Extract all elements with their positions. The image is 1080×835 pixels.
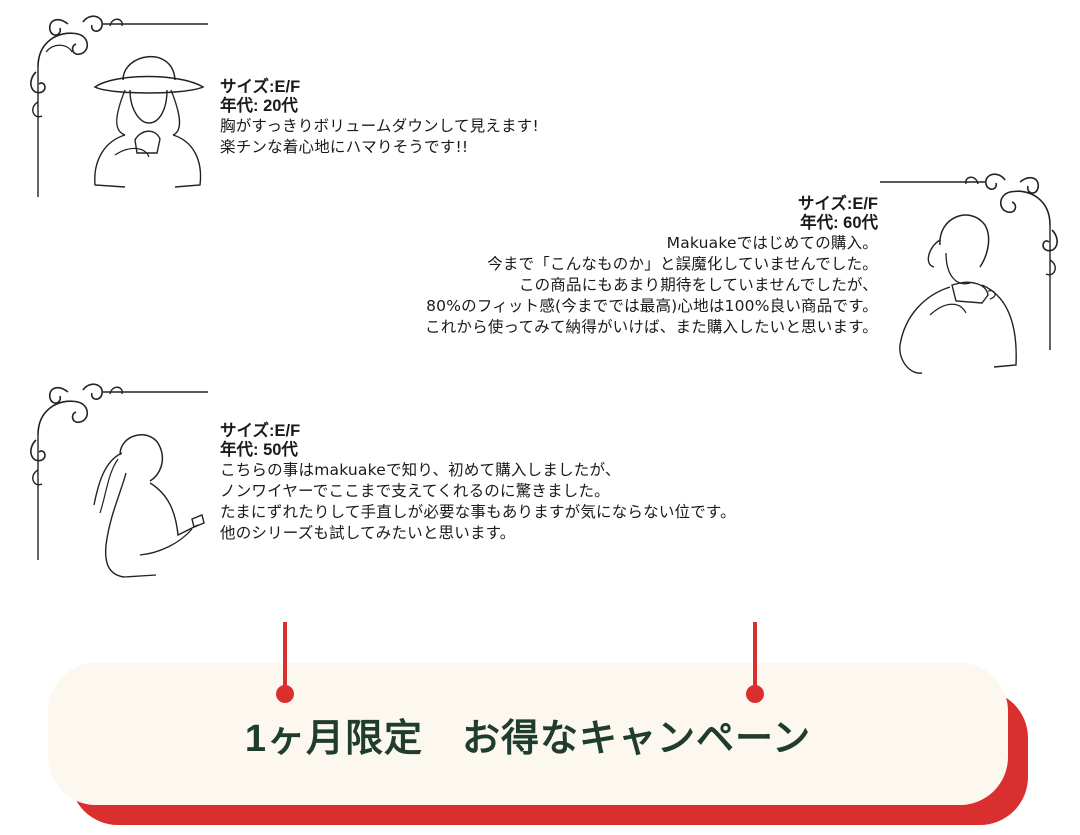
review-text-1: サイズ:E/F 年代: 20代 胸がすっきりボリュームダウンして見えます! 楽チ… xyxy=(220,78,539,158)
woman-with-hat-icon xyxy=(93,55,205,188)
review-age: 年代: 60代 xyxy=(800,214,878,232)
campaign-banner xyxy=(48,663,1008,805)
corner-ornament-icon xyxy=(880,173,1058,350)
review-text-2: サイズ:E/F 年代: 60代 Makuakeではじめての購入。 今まで「こんな… xyxy=(300,195,878,338)
review-line: 今まで「こんなものか」と誤魔化していませんでした。 xyxy=(487,255,878,273)
review-text-3: サイズ:E/F 年代: 50代 こちらの事はmakuakeで知り、初めて購入しま… xyxy=(220,422,736,544)
corner-ornament-icon xyxy=(30,383,208,560)
banner-pin-right-icon xyxy=(746,685,764,703)
review-size: サイズ:E/F xyxy=(220,78,301,96)
woman-with-cup-icon xyxy=(899,214,1017,374)
banner-hanger-right xyxy=(753,622,757,692)
review-age: 年代: 50代 xyxy=(220,441,298,459)
banner-pin-left-icon xyxy=(276,685,294,703)
review-line: Makuakeではじめての購入。 xyxy=(666,234,878,252)
banner-hanger-left xyxy=(283,622,287,692)
corner-ornament-icon xyxy=(30,15,208,197)
review-line: たまにずれたりして手直しが必要な事もありますが気にならない位です。 xyxy=(220,503,736,521)
campaign-title: 1ヶ月限定 お得なキャンペーン xyxy=(244,717,812,760)
review-size: サイズ:E/F xyxy=(797,195,878,213)
review-line: 他のシリーズも試してみたいと思います。 xyxy=(220,524,516,542)
review-line: ノンワイヤーでここまで支えてくれるのに驚きました。 xyxy=(220,482,610,500)
review-line: 80%のフィット感(今まででは最高)心地は100%良い商品です。 xyxy=(426,297,878,315)
review-line: この商品にもあまり期待をしていませんでしたが、 xyxy=(518,276,878,294)
review-line: これから使ってみて納得がいけば、また購入したいと思います。 xyxy=(425,318,878,336)
review-line: 胸がすっきりボリュームダウンして見えます! xyxy=(220,117,539,135)
review-line: 楽チンな着心地にハマりそうです!! xyxy=(220,138,469,156)
woman-with-phone-icon xyxy=(93,434,205,578)
review-size: サイズ:E/F xyxy=(220,422,301,440)
review-line: こちらの事はmakuakeで知り、初めて購入しましたが、 xyxy=(220,461,621,479)
review-age: 年代: 20代 xyxy=(220,97,298,115)
